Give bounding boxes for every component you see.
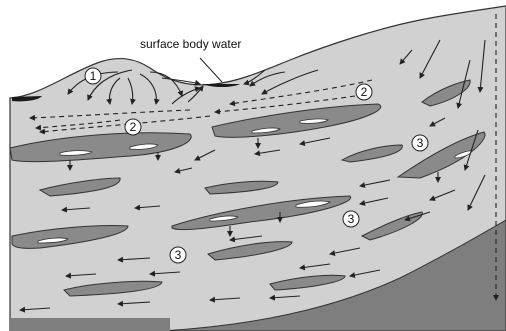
- marker-3-left-label: 3: [175, 248, 182, 262]
- bottom-strip: [10, 318, 170, 331]
- marker-2-upper-label: 2: [361, 85, 368, 99]
- marker-2-lower-label: 2: [130, 120, 137, 134]
- marker-1-label: 1: [90, 69, 97, 83]
- marker-2-upper: 2: [356, 84, 372, 100]
- marker-1: 1: [85, 68, 101, 84]
- marker-3-middle-label: 3: [348, 212, 355, 226]
- surface-water-leader: [200, 58, 222, 82]
- marker-3-middle: 3: [343, 211, 359, 227]
- marker-3-right: 3: [412, 135, 428, 151]
- surface-water-label: surface body water: [140, 37, 241, 51]
- marker-2-lower: 2: [125, 119, 141, 135]
- marker-3-right-label: 3: [417, 136, 424, 150]
- marker-3-left: 3: [170, 247, 186, 263]
